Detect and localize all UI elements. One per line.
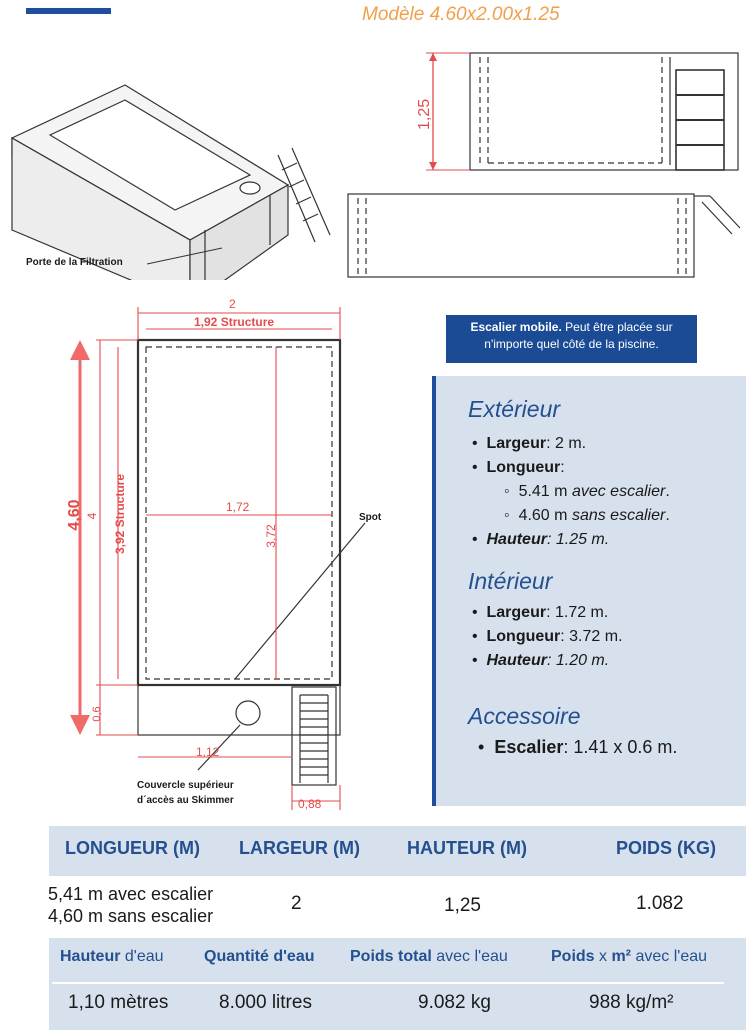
skimmer-label-line1: Couvercle supérieur: [137, 780, 234, 791]
ext-longueur: • Longueur:: [472, 459, 565, 476]
table1-hauteur: 1,25: [444, 895, 481, 916]
int-largeur: • Largeur: 1.72 m.: [472, 604, 609, 621]
table2-bg: [49, 938, 746, 1030]
table1-header-poids: POIDS (KG): [616, 838, 717, 858]
table2-header-quantite: Quantité d'eau: [204, 948, 315, 965]
note-line1: Peut être placée sur: [561, 320, 673, 334]
ext-hauteur: • Hauteur: 1.25 m.: [472, 531, 610, 548]
note-line2: n'importe quel côté de la piscine.: [484, 337, 659, 351]
int-longueur: • Longueur: 3.72 m.: [472, 628, 623, 645]
plan-filter-width: 1,12: [196, 745, 220, 759]
front-elevation-drawing: [426, 52, 739, 171]
exterieur-title: Extérieur: [468, 396, 561, 422]
table1-longueur-line1: 5,41 m avec escalier: [48, 884, 214, 904]
skimmer-label-line2: d´accès au Skimmer: [137, 795, 234, 806]
table1-poids: 1.082: [636, 893, 684, 914]
filtration-door-label: Porte de la Filtration: [26, 257, 123, 268]
table2-value-poids-total: 9.082 kg: [418, 992, 491, 1013]
mobile-stair-note: Escalier mobile. Peut être placée sur n'…: [446, 315, 697, 363]
table2-divider: [52, 982, 724, 984]
table1-header-largeur: LARGEUR (M): [239, 838, 360, 858]
plan-inner-width: 1,72: [226, 500, 250, 514]
plan-stair-width: 0,88: [298, 797, 322, 811]
interieur-title: Intérieur: [468, 568, 553, 594]
table1-header-hauteur: HAUTEUR (M): [407, 838, 527, 858]
plan-length-structure: 3,92 Structure: [113, 473, 127, 555]
plan-length-4: 4: [85, 512, 99, 520]
accessoire-title: Accessoire: [468, 703, 581, 729]
ext-longueur-avec: ◦ 5.41 m avec escalier.: [504, 483, 670, 500]
plan-filter-depth: 0,6: [91, 706, 103, 722]
plan-length-total: 4,60: [66, 499, 83, 531]
table2-value-hauteur: 1,10 mètres: [68, 992, 169, 1013]
model-title: Modèle 4.60x2.00x1.25: [362, 4, 560, 25]
table2-header-hauteur: Hauteur d'eau: [60, 948, 164, 965]
ext-largeur: • Largeur: 2 m.: [472, 435, 587, 452]
table2-value-poids-m2: 988 kg/m²: [589, 992, 674, 1013]
specs-panel: Extérieur • Largeur: 2 m. • Longueur: ◦ …: [432, 376, 746, 806]
plan-view-drawing: [70, 307, 366, 810]
plan-inner-length: 3,72: [264, 524, 278, 548]
int-hauteur: • Hauteur: 1.20 m.: [472, 652, 610, 669]
acc-escalier: • Escalier: 1.41 x 0.6 m.: [478, 737, 678, 757]
table2-header-poids-m2: Poids x m² avec l'eau: [551, 948, 708, 965]
table1-longueur-line2: 4,60 m sans escalier: [48, 906, 214, 926]
table1-largeur: 2: [291, 893, 302, 914]
note-bold: Escalier mobile.: [470, 320, 562, 334]
ext-longueur-sans: ◦ 4.60 m sans escalier.: [504, 507, 670, 524]
table2-header-poids-total: Poids total avec l'eau: [350, 948, 508, 965]
table2-value-quantite: 8.000 litres: [219, 992, 312, 1013]
header-accent-bar: [26, 8, 111, 14]
top-view-drawing: [347, 193, 741, 278]
table1-header-longueur: LONGUEUR (M): [65, 838, 200, 858]
plan-width-structure: 1,92 Structure: [194, 315, 275, 329]
isometric-pool-drawing: [10, 84, 331, 280]
front-height-label: 1,25: [416, 98, 433, 130]
table1-header-bg: [49, 826, 746, 876]
plan-width-total: 2: [229, 297, 236, 311]
spot-label: Spot: [359, 512, 382, 523]
